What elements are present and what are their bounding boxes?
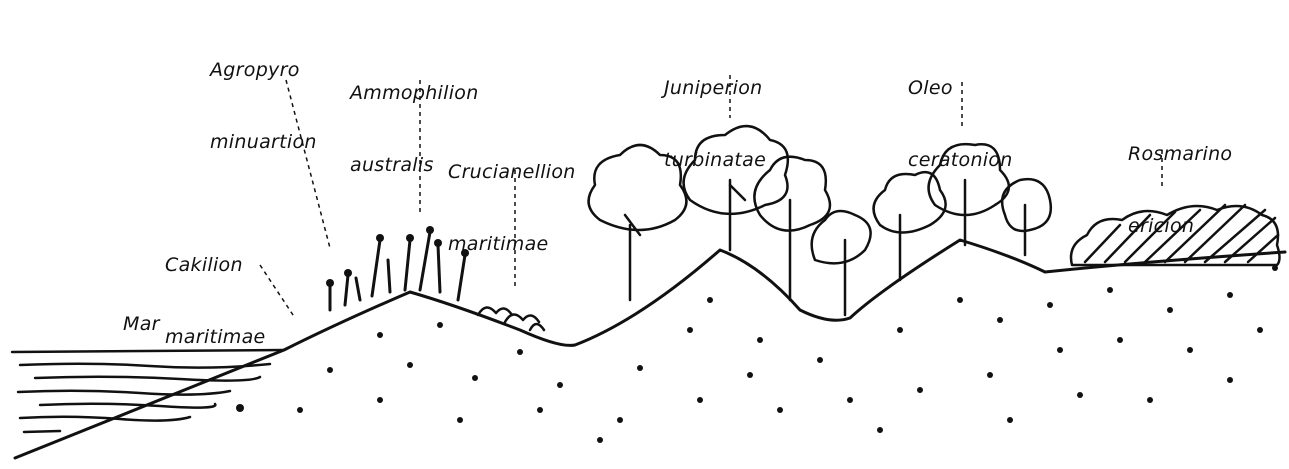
label-mar: Mar bbox=[123, 312, 160, 336]
label-agropyro: Agropyro minuartion bbox=[210, 10, 317, 202]
sand-dots bbox=[236, 265, 1278, 443]
label-crucianellion-line1: Crucianellion bbox=[448, 160, 576, 184]
label-oleo-line2: ceratonion bbox=[908, 148, 1013, 172]
label-crucianellion-line2: maritimae bbox=[448, 232, 576, 256]
label-juniperion-line2: turbinatae bbox=[664, 148, 766, 172]
label-juniperion: Juniperion turbinatae bbox=[664, 28, 766, 220]
label-oleo: Oleo ceratonion bbox=[908, 28, 1013, 220]
label-cakilion-line1: Cakilion bbox=[165, 253, 266, 277]
label-ammophilion-line1: Ammophilion bbox=[350, 81, 479, 105]
label-agropyro-line2: minuartion bbox=[210, 130, 317, 154]
label-cakilion-line2: maritimae bbox=[165, 325, 266, 349]
label-rosmarino: Rosmarino ericion bbox=[1128, 94, 1232, 286]
label-cakilion: Cakilion maritimae bbox=[165, 205, 266, 397]
label-juniperion-line1: Juniperion bbox=[664, 76, 766, 100]
label-crucianellion: Crucianellion maritimae bbox=[448, 112, 576, 304]
label-rosmarino-line2: ericion bbox=[1128, 214, 1232, 238]
label-agropyro-line1: Agropyro bbox=[210, 58, 317, 82]
label-oleo-line1: Oleo bbox=[908, 76, 1013, 100]
label-rosmarino-line1: Rosmarino bbox=[1128, 142, 1232, 166]
